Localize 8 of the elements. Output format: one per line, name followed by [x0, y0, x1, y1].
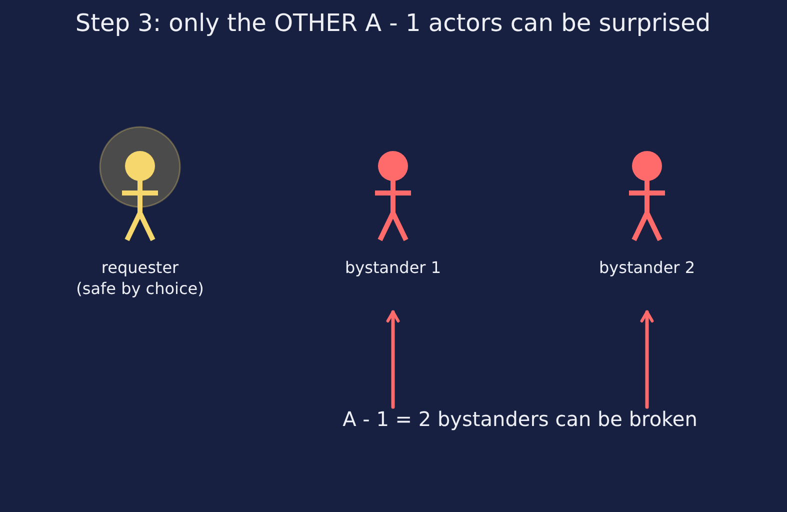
- actor-label: bystander 2: [598, 258, 696, 278]
- title: Step 3: only the OTHER A - 1 actors can be surprised: [75, 9, 711, 38]
- note-text: A - 1 = 2 bystanders can be broken: [342, 407, 698, 431]
- actor-label: requester: [101, 258, 179, 278]
- actor-note: (safe by choice): [76, 279, 204, 298]
- actor-label: bystander 1: [344, 258, 442, 278]
- arrow: [386, 310, 400, 409]
- arrow: [640, 310, 654, 409]
